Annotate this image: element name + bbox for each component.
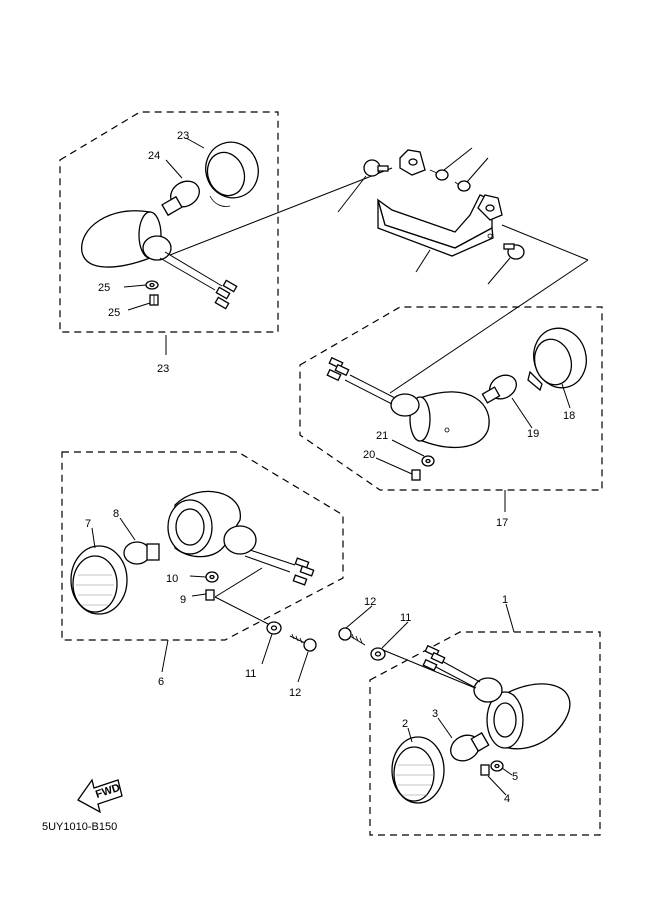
callout-4: 4 (504, 793, 510, 805)
lens-2 (391, 736, 445, 804)
lamp-housing-18 (81, 210, 238, 310)
screw-4 (480, 764, 490, 776)
callout-15: 19 (527, 428, 539, 440)
callout-9: 9 (180, 594, 186, 606)
callout-13: 17 (496, 517, 508, 529)
callout-21: 25 (108, 307, 120, 319)
callout-11b: 11 (400, 612, 411, 624)
bulb-8 (123, 541, 160, 565)
callout-2: 2 (402, 718, 408, 730)
callout-14: 18 (563, 410, 575, 422)
bulb-3 (450, 732, 490, 762)
connector-line-6 (214, 567, 263, 598)
callout-3: 3 (432, 708, 438, 720)
washer-22 (145, 280, 159, 290)
washer-10 (205, 571, 219, 583)
connector-line-13 (389, 259, 589, 394)
callout-5: 5 (512, 771, 518, 783)
screw-21 (149, 294, 159, 306)
bolt-12-left (289, 633, 317, 652)
lamp-housing-1 (422, 644, 571, 750)
bulb-20 (161, 180, 200, 217)
washer-11-left (266, 621, 282, 635)
washer-11-right (370, 647, 386, 661)
washer-5 (490, 760, 504, 772)
callout-16: 20 (363, 449, 375, 461)
group-box-1 (369, 631, 601, 836)
bracket-24 (376, 149, 503, 257)
callout-8: 8 (113, 508, 119, 520)
group-box-13 (299, 306, 603, 491)
bulb-15 (481, 374, 517, 404)
lamp-housing-13 (326, 356, 490, 449)
screw-9 (205, 589, 215, 601)
callout-10: 10 (166, 573, 178, 585)
bolt-12-right (338, 627, 366, 646)
bolt-25-right (503, 243, 525, 260)
connector-line-18 (169, 167, 393, 256)
callout-11a: 11 (245, 668, 256, 680)
callout-17: 21 (376, 430, 388, 442)
bolt-25-left (363, 159, 389, 177)
callout-18: 23 (157, 363, 169, 375)
callout-6: 6 (158, 676, 164, 688)
callout-12b: 12 (364, 596, 376, 608)
lens-7 (70, 545, 128, 615)
washer-17 (421, 455, 435, 467)
callout-22: 25 (98, 282, 110, 294)
connector-line-13b (501, 224, 589, 261)
callout-20: 24 (148, 150, 160, 162)
washer-23-a (429, 169, 449, 181)
callout-7: 7 (85, 518, 91, 530)
lamp-housing-6 (167, 490, 315, 586)
fwd-arrow-icon: FWD (77, 778, 123, 814)
callout-12a: 12 (289, 687, 301, 699)
connector-line-1 (382, 649, 481, 691)
washer-23-b (454, 180, 471, 192)
group-box-18 (59, 111, 279, 333)
group-box-6 (61, 451, 344, 641)
callout-19: 23 (177, 130, 189, 142)
connector-line-6b (214, 596, 273, 627)
leader-lines (91, 137, 571, 796)
lens-14 (527, 327, 587, 392)
screw-16 (411, 469, 421, 481)
lens-19 (205, 141, 259, 207)
callout-1: 1 (502, 594, 508, 606)
diagram-code: 5UY1010-B150 (42, 821, 117, 833)
